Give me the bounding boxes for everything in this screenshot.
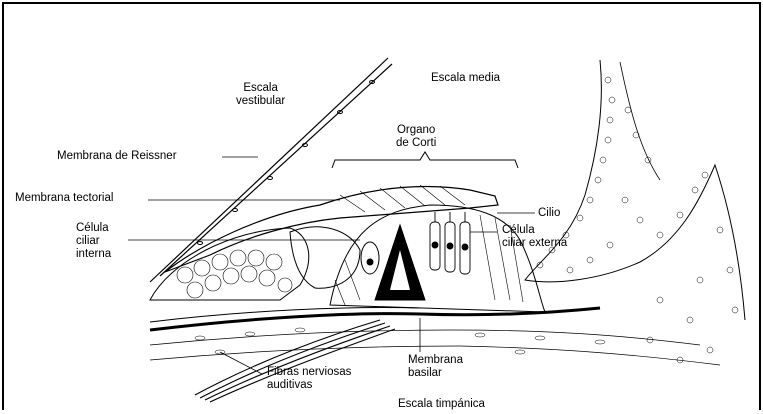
label-celula-ciliar-interna: Célula ciliar interna bbox=[76, 222, 111, 261]
label-cilio: Cilio bbox=[538, 207, 560, 220]
outer-wall-cells bbox=[537, 77, 738, 363]
label-escala-media: Escala media bbox=[431, 72, 500, 85]
label-line: Membrana bbox=[408, 354, 463, 367]
label-fibras-nerviosas: Fibras nerviosas auditivas bbox=[267, 366, 351, 392]
label-escala-vestibular: Escala vestibular bbox=[236, 82, 285, 108]
outer-hair-cells bbox=[430, 212, 470, 274]
label-line: Célula bbox=[502, 224, 567, 237]
label-membrana-basilar: Membrana basilar bbox=[408, 354, 463, 380]
limbus-cells bbox=[177, 250, 292, 298]
label-line: auditivas bbox=[267, 379, 351, 392]
label-celula-ciliar-externa: Célula ciliar externa bbox=[502, 224, 567, 250]
label-line: Escala bbox=[236, 82, 285, 95]
spiral-ligament bbox=[525, 60, 745, 320]
label-line: Célula bbox=[76, 222, 111, 235]
label-membrana-tectorial: Membrana tectorial bbox=[15, 192, 113, 205]
label-escala-timpanica: Escala timpánica bbox=[398, 398, 485, 411]
label-line: de Corti bbox=[396, 137, 436, 150]
label-line: Fibras nerviosas bbox=[267, 366, 351, 379]
reissner-cell-nuclei bbox=[198, 81, 375, 245]
label-line: interna bbox=[76, 248, 111, 261]
label-organo-de-corti: Organo de Corti bbox=[396, 124, 436, 150]
label-line: basilar bbox=[408, 367, 463, 380]
tectorial-membrane bbox=[165, 186, 498, 272]
label-line: vestibular bbox=[236, 95, 285, 108]
organ-of-corti-brace bbox=[332, 152, 518, 168]
label-membrana-reissner: Membrana de Reissner bbox=[57, 150, 177, 163]
inner-hair-cell bbox=[361, 242, 379, 274]
label-line: Organo bbox=[396, 124, 436, 137]
label-line: ciliar bbox=[76, 235, 111, 248]
label-line: ciliar externa bbox=[502, 237, 567, 250]
